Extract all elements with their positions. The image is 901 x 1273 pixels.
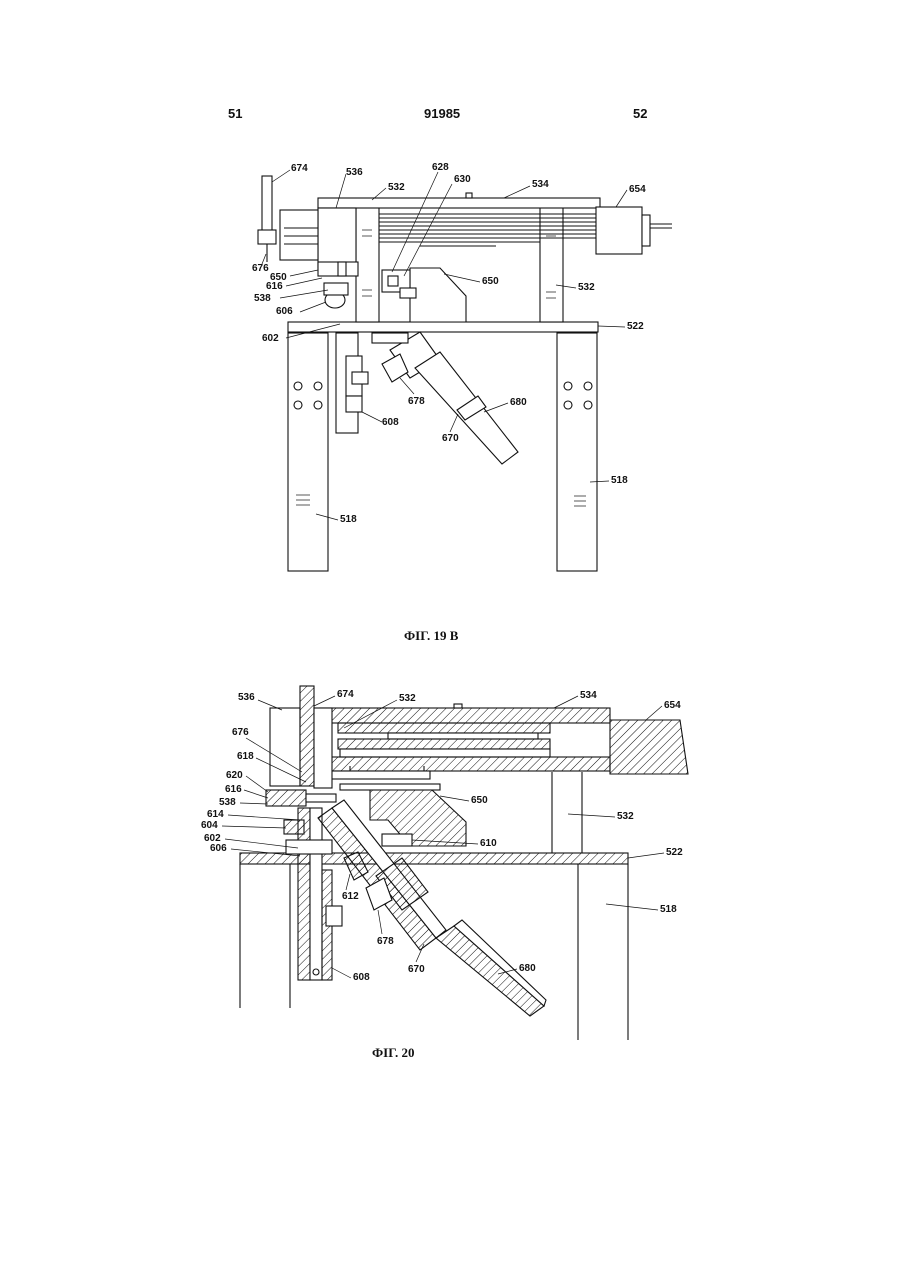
label-676: 676 bbox=[232, 727, 249, 738]
angled-arm bbox=[372, 332, 518, 464]
lower-unit-608 bbox=[336, 333, 368, 433]
label-608: 608 bbox=[382, 417, 399, 428]
label-532: 532 bbox=[388, 182, 405, 193]
leg-left bbox=[288, 333, 328, 571]
label-674: 674 bbox=[337, 689, 354, 700]
label-518-right: 518 bbox=[611, 475, 628, 486]
motor-section bbox=[610, 720, 688, 774]
motor bbox=[596, 207, 672, 254]
label-518-left: 518 bbox=[340, 514, 357, 525]
label-532-right: 532 bbox=[578, 282, 595, 293]
top-beam-section bbox=[320, 708, 610, 723]
leg-right-section bbox=[578, 864, 628, 1040]
upright-left bbox=[356, 206, 379, 322]
label-522: 522 bbox=[627, 321, 644, 332]
label-606: 606 bbox=[210, 843, 227, 854]
label-614: 614 bbox=[207, 809, 224, 820]
leg-left-section bbox=[240, 864, 290, 1008]
spindle-606 bbox=[324, 283, 348, 308]
rail-section bbox=[320, 723, 610, 779]
page-number-right: 52 bbox=[633, 106, 647, 121]
label-654: 654 bbox=[664, 700, 681, 711]
upright-section bbox=[552, 772, 582, 853]
top-beam bbox=[318, 198, 600, 208]
block-620-616 bbox=[266, 790, 336, 806]
label-620: 620 bbox=[226, 770, 243, 781]
carriage-section bbox=[270, 686, 332, 788]
upright-right bbox=[540, 206, 563, 322]
figure-20-caption: ФІГ. 20 bbox=[372, 1045, 415, 1061]
label-604: 604 bbox=[201, 820, 218, 831]
label-650: 650 bbox=[471, 795, 488, 806]
label-650-right: 650 bbox=[482, 276, 499, 287]
label-628: 628 bbox=[432, 162, 449, 173]
label-608: 608 bbox=[353, 972, 370, 983]
label-680: 680 bbox=[519, 963, 536, 974]
label-676: 676 bbox=[252, 263, 269, 274]
label-602: 602 bbox=[262, 333, 279, 344]
page-header: 51 91985 52 bbox=[0, 106, 901, 126]
actuator-674 bbox=[258, 176, 276, 262]
label-536: 536 bbox=[346, 167, 363, 178]
label-532: 532 bbox=[399, 693, 416, 704]
label-522: 522 bbox=[666, 847, 683, 858]
page-number-left: 51 bbox=[228, 106, 242, 121]
label-674: 674 bbox=[291, 163, 308, 174]
label-630: 630 bbox=[454, 174, 471, 185]
figure-19b-caption: ФІГ. 19 В bbox=[404, 628, 458, 644]
label-606: 606 bbox=[276, 306, 293, 317]
label-654: 654 bbox=[629, 184, 646, 195]
label-612: 612 bbox=[342, 891, 359, 902]
label-536: 536 bbox=[238, 692, 255, 703]
label-518: 518 bbox=[660, 904, 677, 915]
label-616: 616 bbox=[225, 784, 242, 795]
label-534: 534 bbox=[532, 179, 549, 190]
label-678: 678 bbox=[377, 936, 394, 947]
figure-20-drawing: 536 674 532 534 654 676 618 620 616 650 … bbox=[0, 676, 901, 1046]
label-532-right: 532 bbox=[617, 811, 634, 822]
table-plate bbox=[288, 322, 598, 332]
label-618: 618 bbox=[237, 751, 254, 762]
label-616: 616 bbox=[266, 281, 283, 292]
label-538: 538 bbox=[254, 293, 271, 304]
document-number: 91985 bbox=[424, 106, 460, 121]
label-670: 670 bbox=[442, 433, 459, 444]
label-534: 534 bbox=[580, 690, 597, 701]
label-610: 610 bbox=[480, 838, 497, 849]
label-678: 678 bbox=[408, 396, 425, 407]
figure-19b-drawing: 674 536 532 628 630 534 654 676 650 616 … bbox=[0, 150, 901, 590]
leg-right bbox=[557, 333, 597, 571]
label-538: 538 bbox=[219, 797, 236, 808]
label-680: 680 bbox=[510, 397, 527, 408]
label-670: 670 bbox=[408, 964, 425, 975]
carriage bbox=[280, 208, 358, 276]
